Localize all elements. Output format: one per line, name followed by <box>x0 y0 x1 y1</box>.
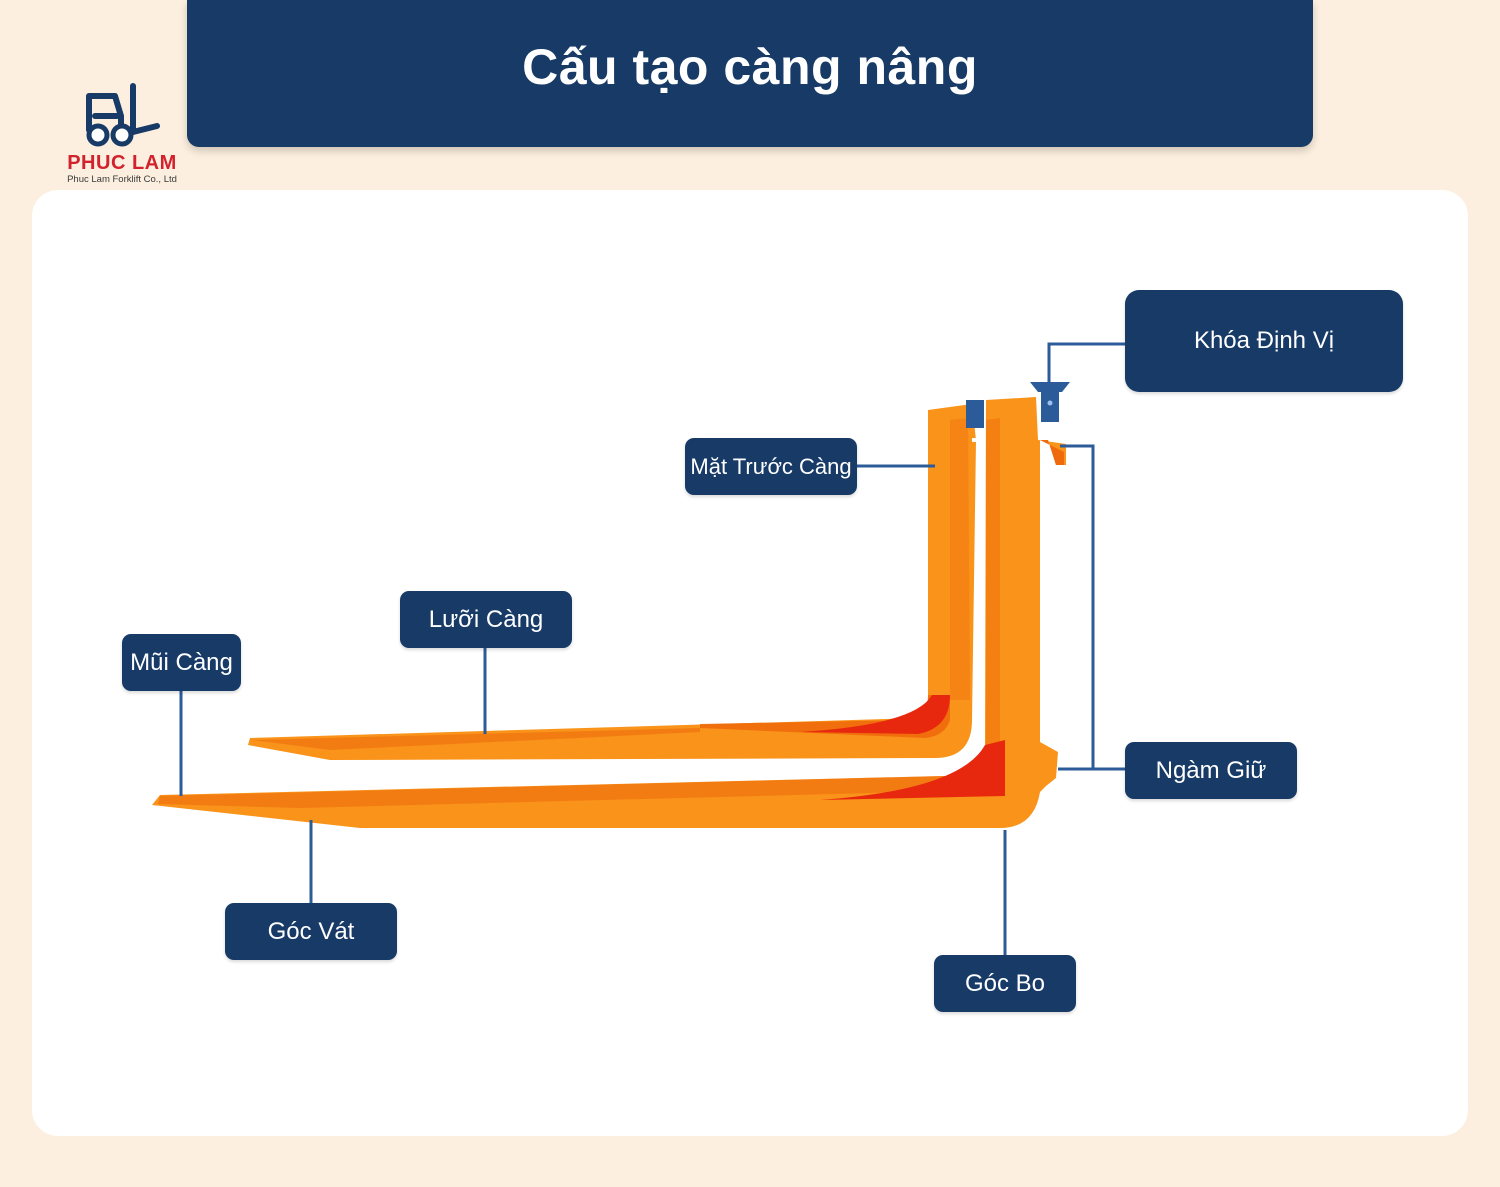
page-title: Cấu tạo càng nâng <box>522 38 978 95</box>
forklift-icon <box>86 83 160 147</box>
header-banner: Cấu tạo càng nâng <box>187 0 1313 147</box>
label-mui-cang: Mũi Càng <box>122 634 241 691</box>
label-goc-bo: Góc Bo <box>934 955 1076 1012</box>
fork-diagram <box>152 342 1127 957</box>
logo-company: Phuc Lam Forklift Co., Ltd <box>67 174 177 185</box>
label-mat-truoc-cang: Mặt Trước Càng <box>685 438 857 495</box>
back-fork <box>248 400 984 760</box>
logo-brand: PHUC LAM <box>67 152 177 174</box>
logo: PHUC LAM Phuc Lam Forklift Co., Ltd <box>55 80 185 190</box>
label-khoa-dinh-vi: Khóa Định Vị <box>1125 290 1403 392</box>
front-fork <box>152 382 1070 828</box>
label-luoi-cang: Lưỡi Càng <box>400 591 572 648</box>
diagram-panel: Khóa Định Vị Mặt Trước Càng Lưỡi Càng Mũ… <box>32 190 1468 1136</box>
label-goc-vat: Góc Vát <box>225 903 397 960</box>
leader-lines <box>179 342 1127 957</box>
label-ngam-giu: Ngàm Giữ <box>1125 742 1297 799</box>
